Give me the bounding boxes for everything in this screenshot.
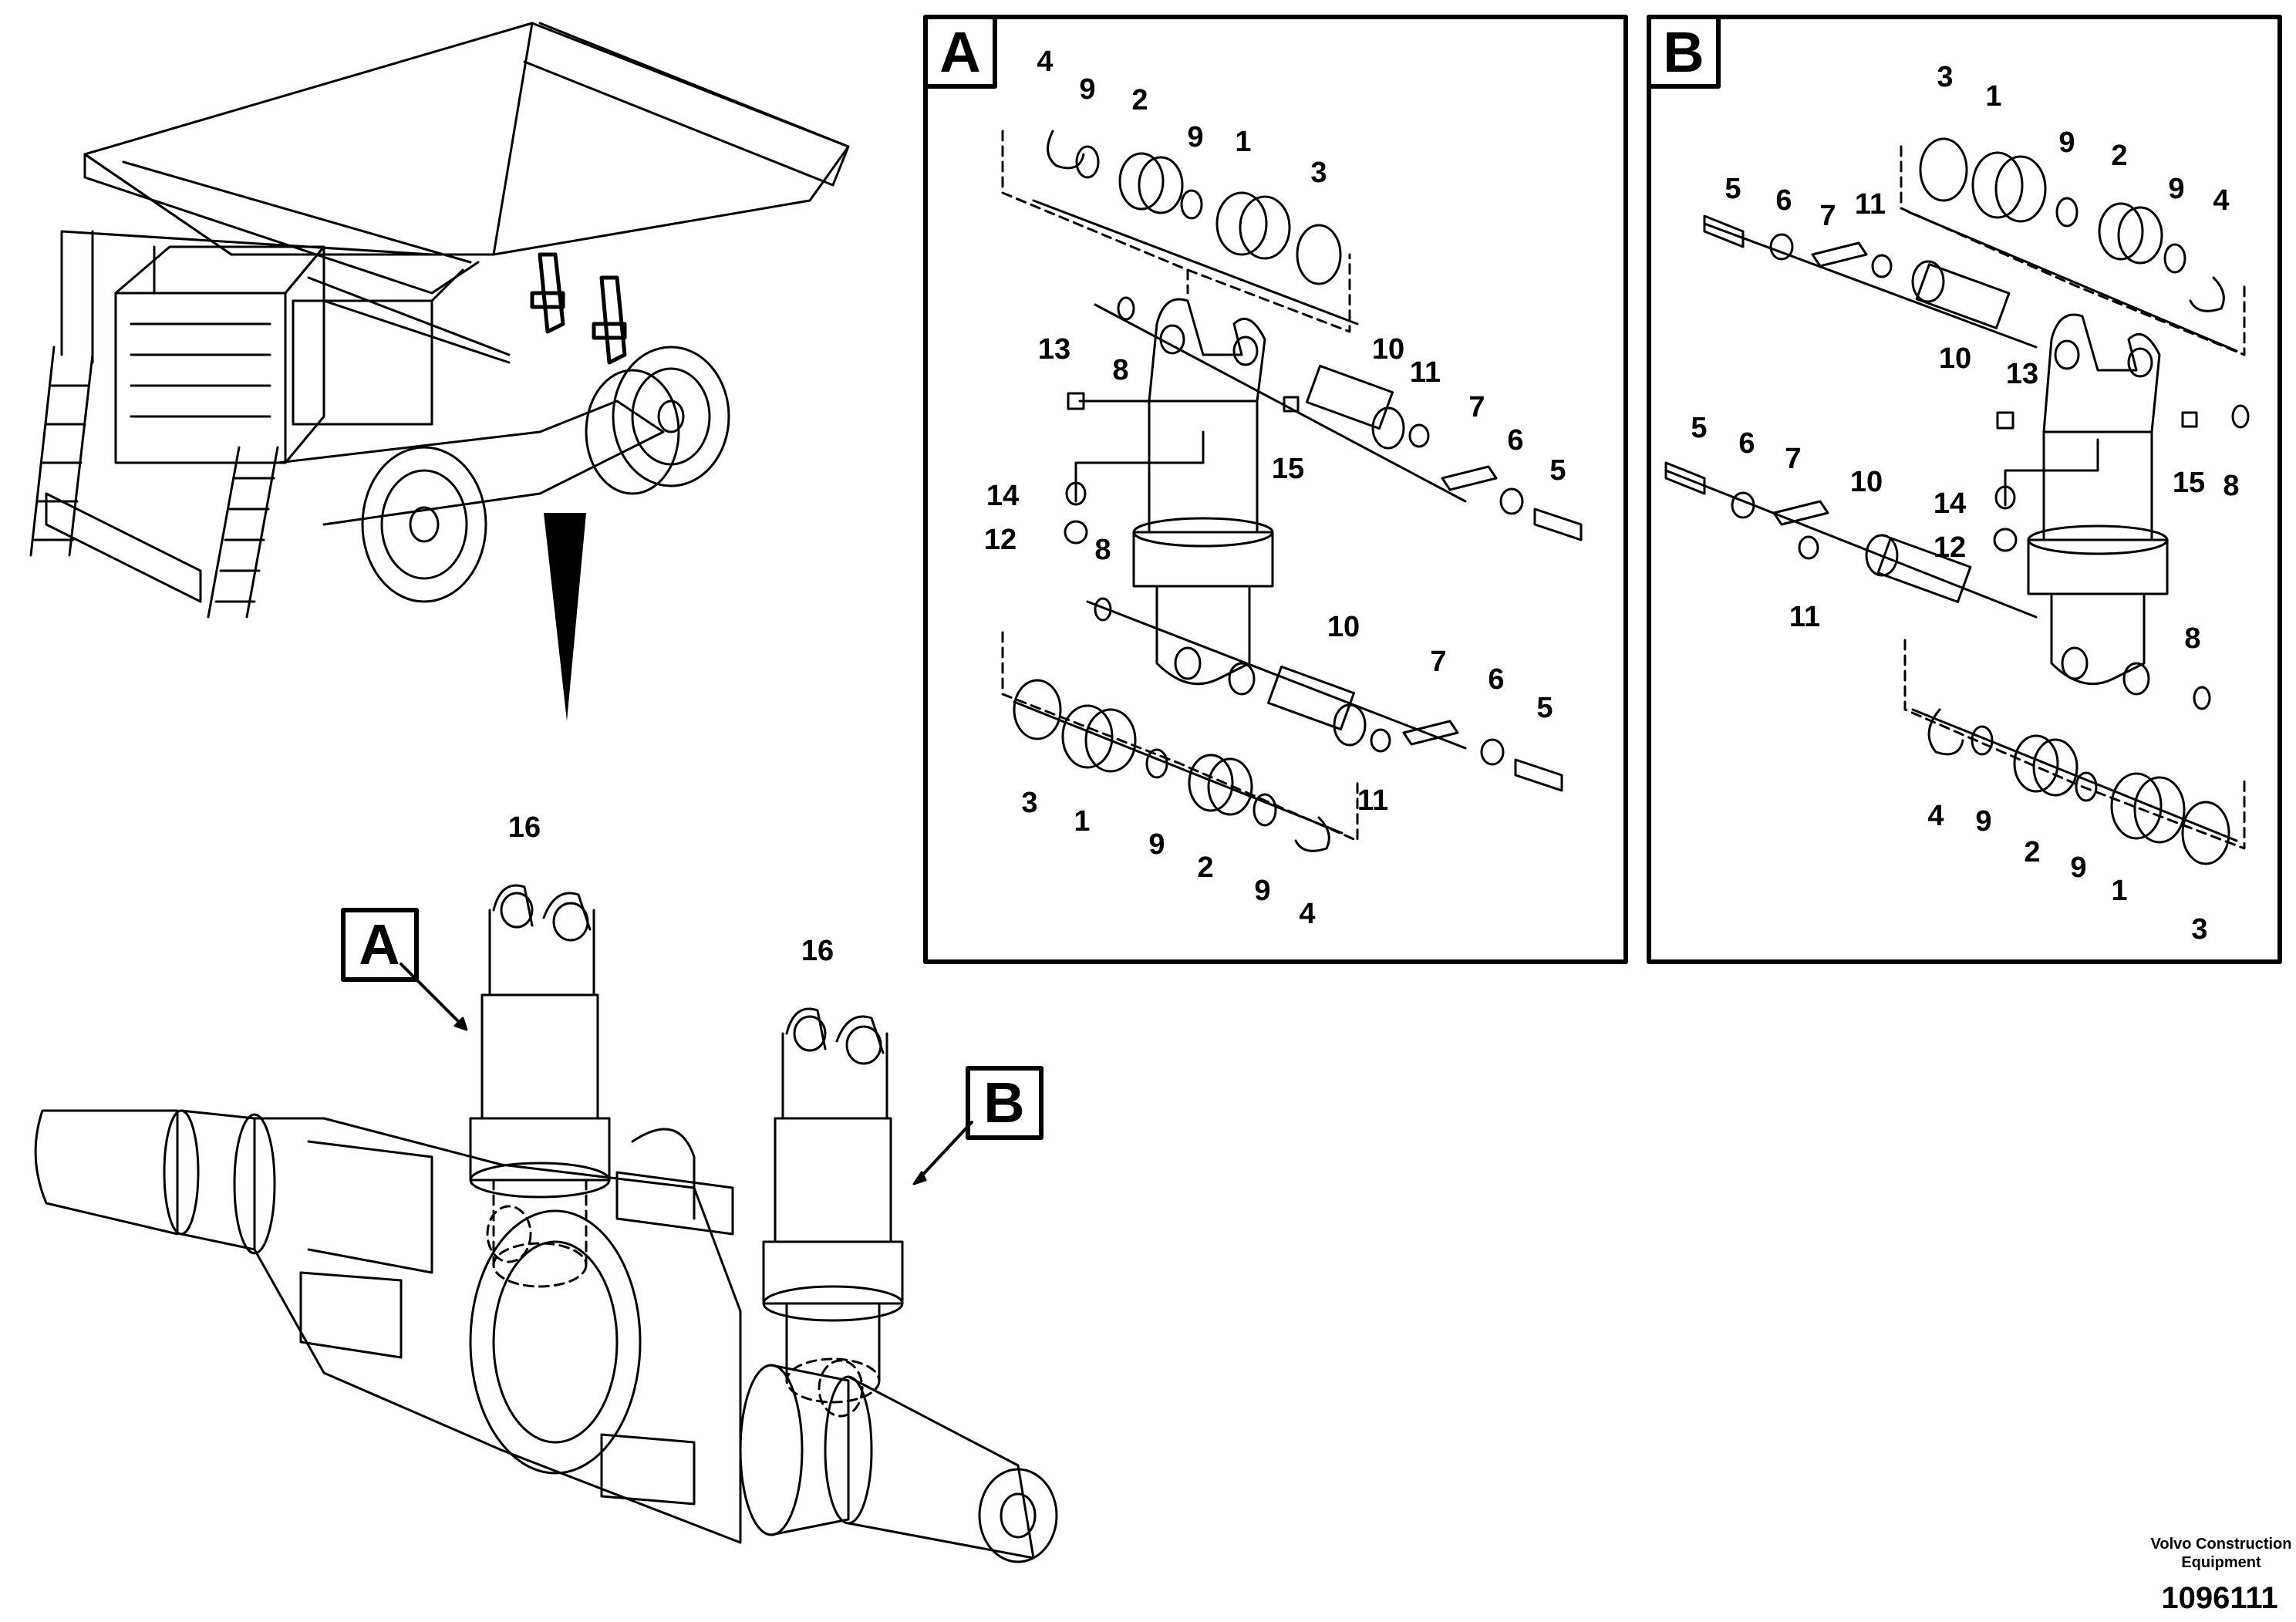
callout: 1: [1235, 126, 1251, 158]
callout: 4: [1927, 800, 1944, 832]
callout: 4: [1299, 898, 1315, 930]
document-number: 1096111: [2161, 1581, 2277, 1615]
pointer-a: [400, 963, 464, 1027]
callout: 8: [2223, 470, 2239, 502]
callout: 6: [1775, 184, 1792, 217]
callout: 1: [1074, 805, 1090, 838]
panel-b-exploded-view: [1664, 137, 2250, 865]
callout: 4: [2213, 184, 2229, 217]
strut-label-right: 16: [801, 935, 834, 967]
callout: 5: [1691, 412, 1707, 444]
panel-b-title-box: [1647, 15, 1721, 89]
callout: 11: [1410, 356, 1441, 389]
strut-label-left: 16: [508, 811, 541, 844]
callout: 10: [1327, 611, 1360, 643]
callout: 6: [1488, 663, 1504, 696]
callout: 2: [1197, 851, 1213, 884]
callout: 8: [1094, 534, 1111, 566]
callout: 7: [1430, 646, 1446, 678]
callout: 8: [2184, 622, 2200, 655]
callout: 1: [1985, 80, 2001, 113]
callout: 1: [2111, 875, 2127, 907]
panel-b-title: B: [1663, 20, 1704, 84]
view-label-a: A: [359, 912, 400, 976]
panel-a-callouts: 4 9 2 9 1 3 8 13 10 11 7 6 5 15 14 12 8 …: [984, 46, 1566, 930]
callout: 9: [2070, 851, 2086, 884]
callout: 2: [2024, 836, 2040, 868]
callout: 13: [1038, 333, 1070, 366]
rear-axle-illustration: [34, 1109, 1058, 1563]
panel-a-title: A: [939, 20, 980, 84]
callout: 8: [1112, 354, 1128, 386]
pointer-b: [916, 1121, 973, 1182]
callout: 3: [2191, 913, 2207, 946]
callout: 9: [1254, 875, 1270, 907]
dump-truck-illustration: [29, 22, 850, 619]
callout: 10: [1939, 342, 1971, 375]
callout: 14: [1934, 487, 1966, 520]
callout: 7: [1785, 443, 1801, 475]
callout: 10: [1372, 333, 1404, 366]
callout: 2: [1131, 84, 1148, 116]
callout: 11: [1357, 784, 1388, 817]
callout: 15: [1272, 453, 1304, 485]
callout: 7: [1468, 391, 1485, 423]
callout: 5: [1536, 692, 1553, 724]
callout: 5: [1725, 173, 1741, 205]
callout: 12: [1934, 531, 1966, 564]
panel-b-frame: [1647, 15, 2282, 964]
panel-a-frame: [923, 15, 1628, 964]
callout: 14: [986, 480, 1019, 512]
brand-line-1: Volvo Construction: [2151, 1536, 2292, 1553]
callout: 10: [1850, 466, 1883, 498]
callout: 3: [1937, 61, 1953, 93]
brand-line-2: Equipment: [2181, 1554, 2261, 1571]
callout: 11: [1789, 601, 1820, 633]
callout: 11: [1855, 188, 1886, 221]
callout: 2: [2111, 140, 2127, 172]
strut-a-illustration: [469, 884, 611, 1288]
callout: 13: [2006, 358, 2038, 390]
callout: 3: [1021, 787, 1037, 819]
callout: 9: [2168, 173, 2184, 205]
pointer-arrow: [544, 513, 586, 721]
view-label-b-box: [966, 1066, 1043, 1140]
panel-a-exploded-view: [1001, 130, 1583, 852]
callout: 6: [1507, 424, 1523, 457]
callout: 6: [1738, 427, 1755, 460]
view-label-b: B: [983, 1071, 1024, 1135]
callout: 4: [1037, 46, 1053, 78]
panel-a-title-box: [923, 15, 997, 89]
callout: 5: [1549, 454, 1566, 487]
view-label-a-box: [341, 908, 419, 982]
callout: 7: [1819, 200, 1836, 232]
callout: 9: [2058, 126, 2075, 159]
callout: 9: [1975, 805, 1991, 838]
callout: 9: [1079, 73, 1095, 106]
strut-b-illustration: [762, 1007, 904, 1404]
callout: 15: [2173, 467, 2205, 499]
callout: 3: [1310, 157, 1327, 189]
callout: 9: [1187, 121, 1203, 153]
callout: 9: [1148, 828, 1165, 861]
callout: 12: [984, 524, 1017, 556]
panel-b-callouts: 3 1 9 2 9 4 5 6 7 11 10 13 15 8 5 6 7 10…: [1691, 61, 2239, 946]
